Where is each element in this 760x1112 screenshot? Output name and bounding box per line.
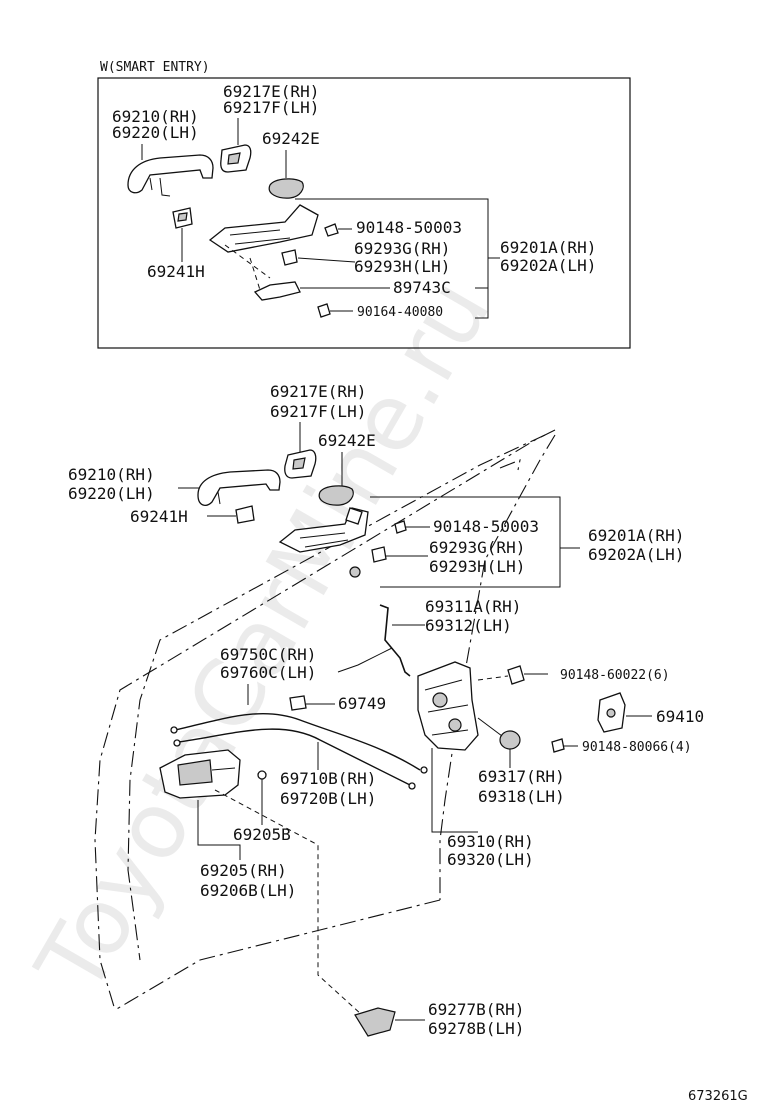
inset-frame-rh: 69201A(RH) xyxy=(500,238,596,257)
inside-screw: 69205B xyxy=(233,825,291,844)
striker-icon[interactable] xyxy=(597,692,626,733)
cap-rh: 69217E(RH) xyxy=(270,382,366,401)
door-lock-icon[interactable] xyxy=(417,661,479,751)
lever-rh: 69293G(RH) xyxy=(429,538,525,557)
inside-handle-lh: 69206B(LH) xyxy=(200,881,296,900)
inset-bracket-icon[interactable] xyxy=(253,281,301,301)
screw: 90148-50003 xyxy=(433,517,539,536)
bolt-striker-icon[interactable] xyxy=(551,738,565,753)
inset-lever-lh: 69293H(LH) xyxy=(354,257,450,276)
inset-handle-lh: 69220(LH) xyxy=(112,123,199,142)
pad-icon[interactable] xyxy=(318,485,354,506)
inset-pad: 69242E xyxy=(262,129,320,148)
screw-icon[interactable] xyxy=(394,520,407,534)
inset-frame xyxy=(97,77,631,349)
striker: 69410 xyxy=(656,707,704,726)
inset-frame-lh: 69202A(LH) xyxy=(500,256,596,275)
inset-bolt: 90164-40080 xyxy=(357,305,443,320)
handle-lh: 69220(LH) xyxy=(68,484,155,503)
cable-upper-lh: 69760C(LH) xyxy=(220,663,316,682)
inset-cap-lh: 69217F(LH) xyxy=(223,98,319,117)
inset-frame-icon[interactable] xyxy=(208,204,319,253)
figure-code: 673261G xyxy=(688,1089,748,1104)
clip-icon[interactable] xyxy=(289,695,307,711)
cables-icon[interactable] xyxy=(170,713,428,790)
inset-bracket: 89743C xyxy=(393,278,451,297)
inset-bolt-icon[interactable] xyxy=(317,303,331,318)
grommet-lh: 69318(LH) xyxy=(478,787,565,806)
grommet-icon[interactable] xyxy=(499,730,521,750)
rod-icon[interactable] xyxy=(379,604,411,677)
cable-upper-rh: 69750C(RH) xyxy=(220,645,316,664)
lock-rh: 69310(RH) xyxy=(447,832,534,851)
clip: 69749 xyxy=(338,694,386,713)
cover-icon[interactable] xyxy=(235,505,255,524)
lever-lh: 69293H(LH) xyxy=(429,557,525,576)
smart-entry-inset: W(SMART ENTRY) 69210(RH) 69220(LH) 69217… xyxy=(97,60,631,349)
lever-icon[interactable] xyxy=(371,546,387,563)
inset-cover: 69241H xyxy=(147,262,205,281)
inset-screw-icon[interactable] xyxy=(324,223,339,237)
inset-lever-rh: 69293G(RH) xyxy=(354,239,450,258)
frame-icon[interactable] xyxy=(278,507,369,553)
outside-handle-icon[interactable] xyxy=(127,154,214,197)
handle-icon[interactable] xyxy=(197,469,281,506)
inside-screw-icon[interactable] xyxy=(257,770,267,780)
inset-pad-icon[interactable] xyxy=(268,178,304,199)
rod-rh: 69311A(RH) xyxy=(425,597,521,616)
bezel-lh: 69278B(LH) xyxy=(428,1019,524,1038)
rod-lh: 69312(LH) xyxy=(425,616,512,635)
cable-lower-lh: 69720B(LH) xyxy=(280,789,376,808)
inset-handle-rh: 69210(RH) xyxy=(112,107,199,126)
handle-rh: 69210(RH) xyxy=(68,465,155,484)
inset-cap-rh: 69217E(RH) xyxy=(223,82,319,101)
frame-lh: 69202A(LH) xyxy=(588,545,684,564)
cable-lower-rh: 69710B(RH) xyxy=(280,769,376,788)
inside-handle-icon[interactable] xyxy=(159,749,241,799)
cover: 69241H xyxy=(130,507,188,526)
inset-lever-icon[interactable] xyxy=(281,249,298,266)
bezel-rh: 69277B(RH) xyxy=(428,1000,524,1019)
bolt-lock: 90148-60022(6) xyxy=(560,668,670,683)
grommet-rh: 69317(RH) xyxy=(478,767,565,786)
cap-lh: 69217F(LH) xyxy=(270,402,366,421)
inset-title: W(SMART ENTRY) xyxy=(100,60,210,75)
bezel-icon[interactable] xyxy=(354,1007,396,1037)
pad: 69242E xyxy=(318,431,376,450)
bolt-lock-icon[interactable] xyxy=(507,665,525,685)
inside-handle-rh: 69205(RH) xyxy=(200,861,287,880)
inset-screw: 90148-50003 xyxy=(356,218,462,237)
frame-rh: 69201A(RH) xyxy=(588,526,684,545)
bolt-striker: 90148-80066(4) xyxy=(582,740,692,755)
door-outline xyxy=(94,429,556,1011)
nut-icon[interactable] xyxy=(349,566,361,578)
lock-lh: 69320(LH) xyxy=(447,850,534,869)
